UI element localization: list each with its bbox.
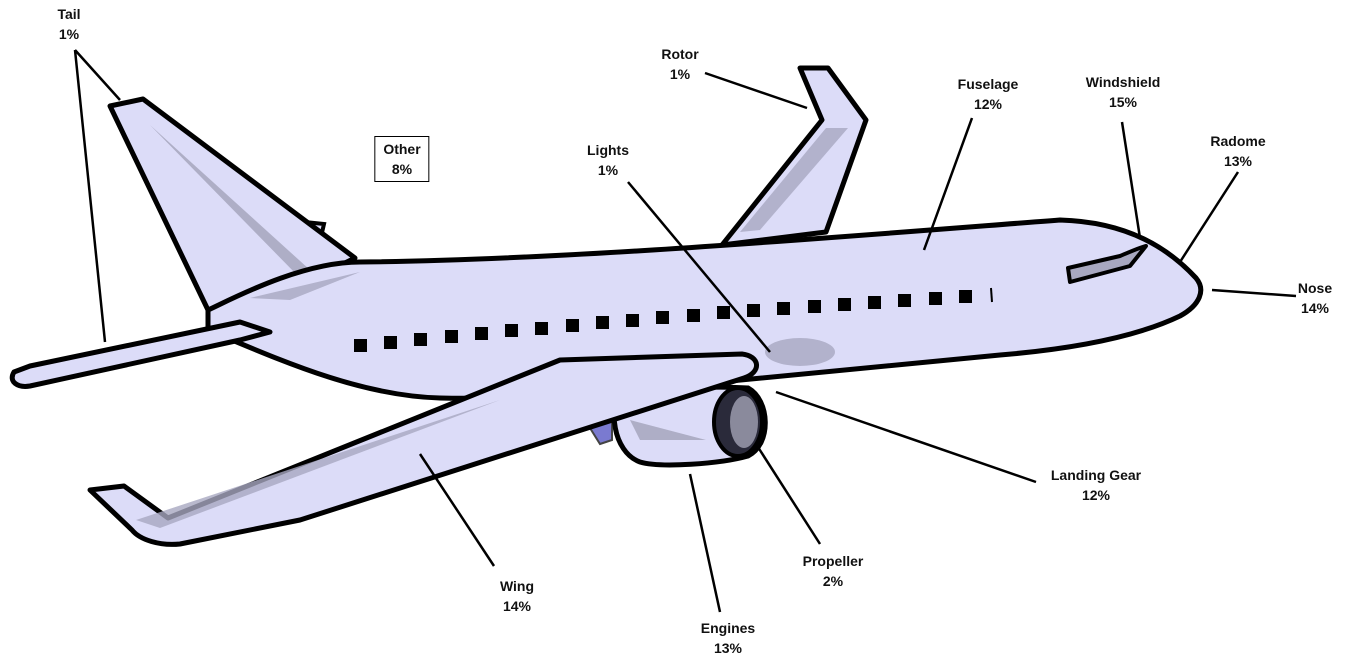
label-rotor: Rotor 1%	[661, 44, 698, 84]
label-propeller: Propeller 2%	[803, 551, 864, 591]
label-lights-pct: 1%	[597, 162, 619, 178]
leader-lines	[73, 49, 1297, 613]
label-lights-name: Lights	[587, 142, 629, 158]
leader-engines	[688, 473, 722, 613]
horizontal-stabilizer	[9, 319, 273, 389]
far-wing	[719, 65, 869, 248]
leader-radome	[1178, 171, 1240, 263]
window-row	[354, 287, 993, 352]
label-rotor-pct: 1%	[669, 66, 691, 82]
label-engines-pct: 13%	[713, 640, 743, 656]
leader-wing	[418, 453, 496, 567]
label-fuselage: Fuselage 12%	[958, 74, 1019, 114]
label-other-pct: 8%	[391, 161, 413, 177]
label-landing-gear: Landing Gear 12%	[1051, 465, 1141, 505]
label-radome-pct: 13%	[1223, 153, 1253, 169]
cockpit-window	[1066, 244, 1148, 284]
label-windshield: Windshield 15%	[1086, 72, 1161, 112]
label-windshield-name: Windshield	[1085, 74, 1161, 90]
label-fuselage-pct: 12%	[973, 96, 1003, 112]
label-engines: Engines 13%	[701, 618, 755, 658]
leader-rotor	[704, 71, 808, 110]
label-tail-name: Tail	[57, 6, 81, 22]
label-windshield-pct: 15%	[1108, 94, 1138, 110]
label-nose-name: Nose	[1297, 280, 1333, 296]
label-radome: Radome 13%	[1210, 131, 1265, 171]
label-propeller-pct: 2%	[822, 573, 844, 589]
label-engines-name: Engines	[700, 620, 756, 636]
near-wing	[87, 351, 759, 547]
leader-fuselage	[922, 117, 974, 251]
leader-tail-a	[74, 49, 121, 101]
label-landing-gear-name: Landing Gear	[1050, 467, 1142, 483]
label-wing-name: Wing	[499, 578, 535, 594]
label-other-name: Other	[383, 141, 421, 157]
fuselage-body	[205, 217, 1204, 401]
label-fuselage-name: Fuselage	[957, 76, 1019, 92]
label-tail: Tail 1%	[57, 4, 80, 44]
label-lights: Lights 1%	[587, 140, 629, 180]
leader-propeller	[754, 443, 822, 545]
leader-tail-b	[73, 49, 107, 343]
label-propeller-name: Propeller	[802, 553, 864, 569]
label-tail-pct: 1%	[58, 26, 80, 42]
leader-landing-gear	[775, 390, 1037, 484]
label-wing-pct: 14%	[502, 598, 532, 614]
leader-windshield	[1120, 121, 1142, 239]
label-landing-gear-pct: 12%	[1081, 487, 1111, 503]
label-nose-pct: 14%	[1300, 300, 1330, 316]
leader-nose	[1211, 288, 1297, 298]
label-wing: Wing 14%	[500, 576, 534, 616]
leader-lights	[627, 181, 771, 353]
label-radome-name: Radome	[1210, 133, 1266, 149]
label-nose: Nose 14%	[1298, 278, 1332, 318]
label-other: Other 8%	[374, 136, 430, 182]
label-rotor-name: Rotor	[661, 46, 699, 62]
